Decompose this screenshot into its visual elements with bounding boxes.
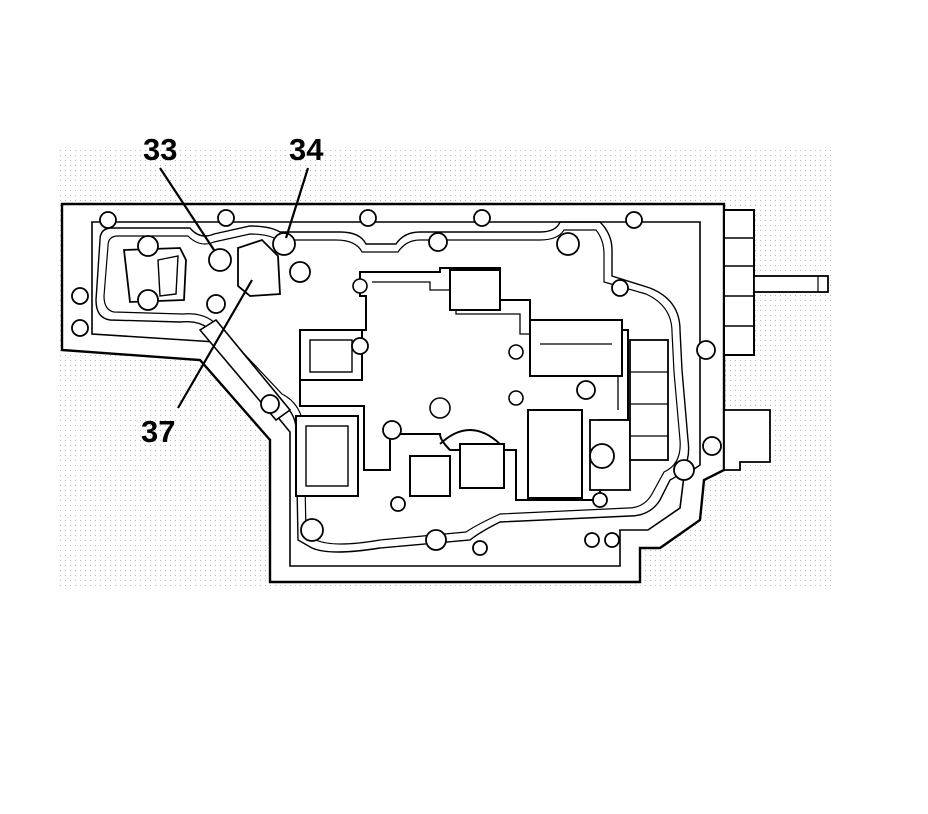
solenoid-upper-left [299, 329, 363, 381]
bolt-hole [382, 420, 402, 440]
bolt-hole [472, 540, 488, 556]
bolt-hole [625, 211, 643, 229]
bolt-hole [584, 532, 600, 548]
bolt-hole [576, 380, 596, 400]
left-component [122, 247, 187, 303]
electrical-connector [723, 209, 829, 356]
bolt-hole [289, 261, 311, 283]
callout-label-33: 33 [143, 132, 177, 167]
bolt-hole [99, 211, 117, 229]
solenoid-center [409, 429, 505, 497]
bolt-hole [428, 232, 448, 252]
bolt-holes [71, 209, 722, 556]
bolt-hole [604, 532, 620, 548]
gasket-channel-inner [103, 229, 681, 545]
leader-line-34 [284, 167, 310, 239]
bolt-hole [208, 248, 232, 272]
bolt-hole [137, 235, 159, 257]
callout-label-34: 34 [289, 132, 324, 167]
bolt-hole [71, 287, 89, 305]
side-bracket [723, 409, 771, 471]
bolt-hole [702, 436, 722, 456]
leader-line-33 [159, 167, 215, 251]
bolt-hole [217, 209, 235, 227]
bolt-hole [696, 340, 716, 360]
bolt-hole [592, 492, 608, 508]
bolt-hole [556, 232, 580, 256]
gasket-channel [95, 221, 690, 553]
bolt-hole [473, 209, 491, 227]
bolt-hole [206, 294, 226, 314]
bolt-hole [425, 529, 447, 551]
bolt-hole [359, 209, 377, 227]
bolt-hole [71, 319, 89, 337]
leader-line-37 [177, 279, 253, 409]
bolt-hole [272, 232, 296, 256]
bolt-hole [137, 289, 159, 311]
solenoid-lower-left [295, 415, 359, 497]
bolt-hole [390, 496, 406, 512]
bolt-hole [589, 443, 615, 469]
solenoid-lower-right [527, 339, 669, 499]
bolt-hole [673, 459, 695, 481]
bolt-hole [611, 279, 629, 297]
callout-label-37: 37 [141, 414, 175, 449]
bolt-hole [300, 518, 324, 542]
solenoid-upper-right [449, 269, 623, 377]
component-37 [237, 238, 281, 297]
bolt-hole [260, 394, 280, 414]
bolt-hole [351, 337, 369, 355]
